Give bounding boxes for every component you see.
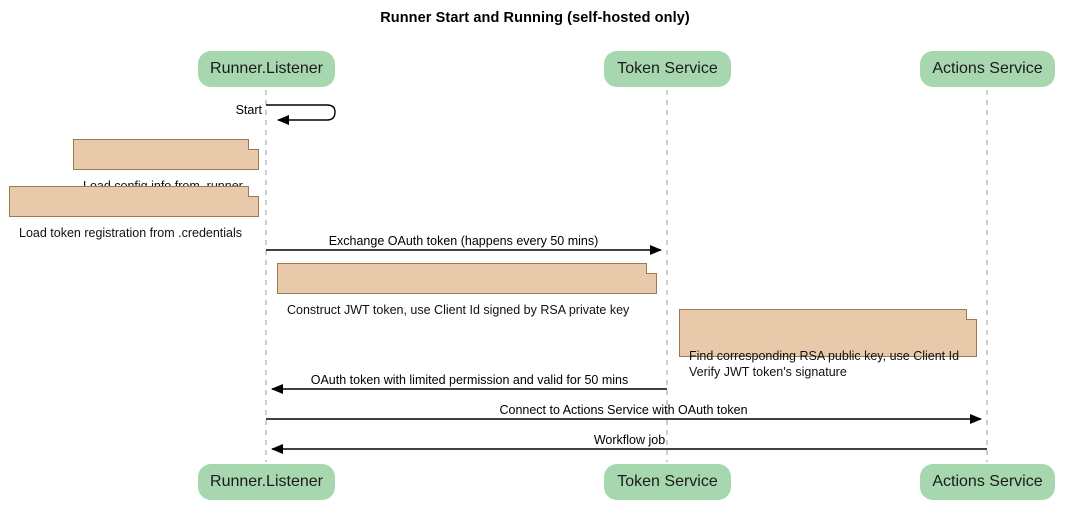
note-text: Load token registration from .credential… — [19, 226, 243, 240]
participant-label: Token Service — [617, 473, 718, 490]
message-label-workflow-job: Workflow job — [593, 433, 666, 447]
participant-label: Token Service — [617, 60, 718, 77]
participant-label: Actions Service — [932, 473, 1043, 490]
note-fold-corner-icon — [966, 309, 977, 320]
message-label-oauth-token-response: OAuth token with limited permission and … — [310, 373, 629, 387]
note-fold-corner-icon — [646, 263, 657, 274]
lifelines — [265, 90, 988, 462]
note-fold-corner-icon — [248, 186, 259, 197]
message-arrows — [266, 245, 987, 454]
message-start-self-loop — [266, 104, 336, 125]
message-label-connect-to-actions-service: Connect to Actions Service with OAuth to… — [499, 403, 748, 417]
participant-runner-listener-bottom[interactable]: Runner.Listener — [198, 464, 335, 500]
page-title: Runner Start and Running (self-hosted on… — [380, 10, 690, 26]
participant-actions-service-top[interactable]: Actions Service — [920, 51, 1055, 87]
participant-label: Actions Service — [932, 60, 1043, 77]
message-label-start: Start — [235, 103, 262, 117]
note-load-token-registration: Load token registration from .credential… — [9, 186, 259, 240]
participant-runner-listener-top[interactable]: Runner.Listener — [198, 51, 335, 87]
participant-label: Runner.Listener — [210, 473, 323, 490]
participant-token-service-bottom[interactable]: Token Service — [604, 464, 731, 500]
note-text: Find corresponding RSA public key, use C… — [689, 349, 960, 379]
note-fold-corner-icon — [248, 139, 259, 150]
note-verify-jwt: Find corresponding RSA public key, use C… — [679, 309, 977, 379]
message-label-exchange-oauth-token: Exchange OAuth token (happens every 50 m… — [328, 234, 599, 248]
note-load-config: Load config info from .runner — [73, 139, 259, 193]
participant-token-service-top[interactable]: Token Service — [604, 51, 731, 87]
note-text: Construct JWT token, use Client Id signe… — [287, 303, 630, 317]
participant-label: Runner.Listener — [210, 60, 323, 77]
participant-actions-service-bottom[interactable]: Actions Service — [920, 464, 1055, 500]
note-construct-jwt: Construct JWT token, use Client Id signe… — [277, 263, 657, 317]
